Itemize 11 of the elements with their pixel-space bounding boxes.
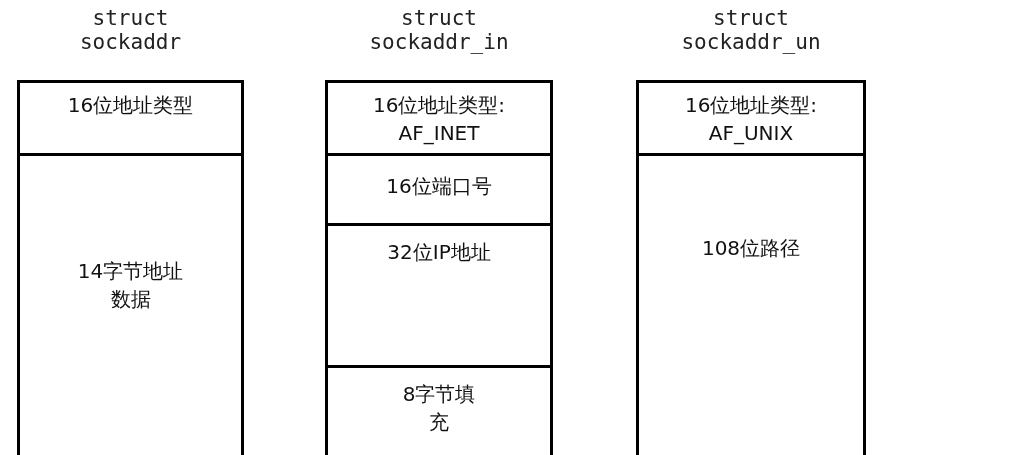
field-label: 16位地址类型: AF_UNIX: [683, 92, 819, 147]
field-label: 16位地址类型: [66, 92, 195, 119]
field-label: 16位地址类型: AF_INET: [371, 92, 507, 147]
field-label: 108位路径: [700, 235, 802, 262]
field-label: 32位IP地址: [386, 239, 492, 266]
struct-heading: struct sockaddr_un: [680, 6, 822, 56]
field-label: 16位端口号: [385, 173, 493, 200]
struct-heading: struct sockaddr_in: [368, 6, 510, 56]
struct-heading: struct sockaddr: [78, 6, 183, 56]
field-label: 8字节填充: [401, 381, 477, 436]
field-label: 14字节地址数据: [76, 257, 185, 313]
